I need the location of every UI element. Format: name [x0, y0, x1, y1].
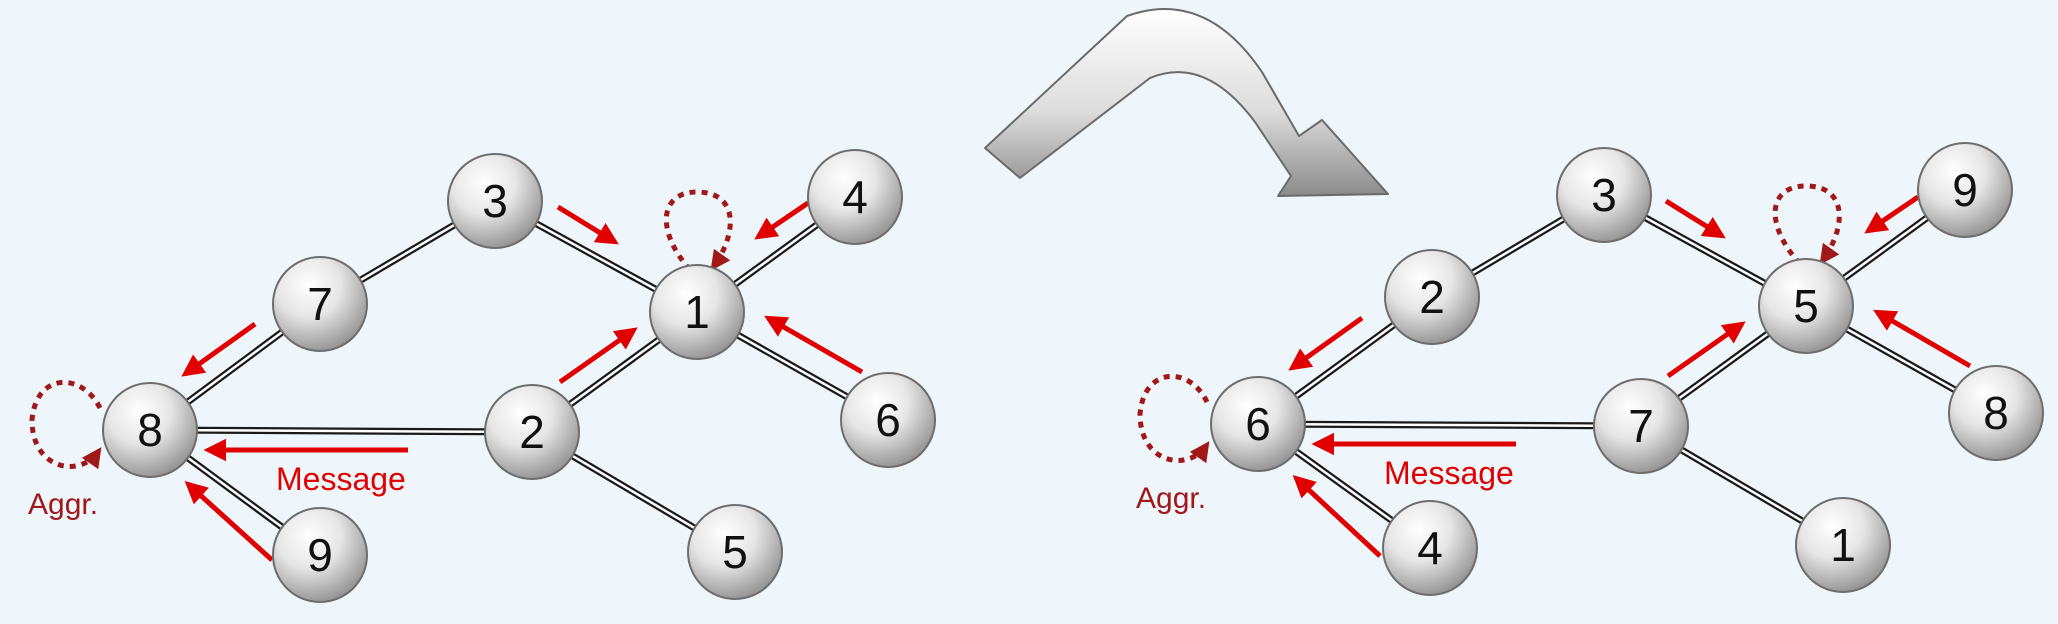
message-label: Message [276, 461, 406, 497]
aggregation-loops [1137, 183, 1842, 464]
aggregation-label: Aggr. [28, 488, 98, 521]
graph-node: 4 [1382, 500, 1478, 596]
aggregation-loop-arrow [1137, 374, 1210, 464]
graph-node: 8 [1948, 365, 2044, 461]
message-arrow [1292, 474, 1382, 558]
svg-text:4: 4 [1417, 522, 1443, 574]
relabeled-graph: 6 2 3 5 9 8 7 1 4 Message Aggr. [1136, 142, 2044, 596]
message-arrow [1864, 194, 1920, 234]
graph-node: 4 [807, 149, 903, 245]
source-graph: 8 7 3 1 4 6 2 5 9 Message Aggr. [28, 149, 936, 603]
graph-node: 3 [1556, 147, 1652, 243]
self-loop-arrow [1772, 183, 1842, 266]
message-arrow [1873, 309, 1972, 369]
graph-node: 5 [1758, 258, 1854, 354]
message-arrow [558, 327, 638, 385]
message-arrow [181, 321, 257, 377]
message-arrow [556, 204, 619, 245]
graph-node: 6 [840, 372, 936, 468]
svg-text:1: 1 [1830, 519, 1856, 571]
svg-text:1: 1 [684, 286, 710, 338]
message-arrow [184, 480, 274, 562]
nodes: 8 7 3 1 4 6 2 5 9 [102, 149, 936, 603]
svg-text:2: 2 [1419, 271, 1445, 323]
graph-node: 1 [649, 264, 745, 360]
svg-text:4: 4 [842, 171, 868, 223]
svg-text:3: 3 [482, 175, 508, 227]
aggregation-label: Aggr. [1136, 482, 1206, 515]
curved-right-down-arrow-icon [984, 8, 1389, 197]
message-label: Message [1384, 455, 1514, 491]
svg-text:7: 7 [1628, 400, 1654, 452]
graph-node: 7 [1593, 378, 1689, 474]
graph-node: 5 [687, 504, 783, 600]
message-arrow [764, 315, 864, 375]
svg-text:5: 5 [722, 526, 748, 578]
edges [1255, 187, 1998, 551]
message-arrow [1666, 321, 1746, 379]
message-arrow [1664, 198, 1726, 239]
graph-node: 7 [272, 256, 368, 352]
svg-text:9: 9 [1952, 164, 1978, 216]
graph-node: 1 [1795, 497, 1891, 593]
svg-text:9: 9 [307, 529, 333, 581]
message-arrows [181, 200, 864, 562]
message-arrows [1288, 194, 1972, 558]
aggregation-loops [29, 189, 733, 470]
message-arrow [754, 200, 810, 240]
graph-node: 9 [1917, 142, 2013, 238]
graph-node: 9 [272, 507, 368, 603]
graph-node: 6 [1210, 376, 1306, 472]
svg-text:5: 5 [1793, 280, 1819, 332]
svg-text:6: 6 [1245, 398, 1271, 450]
aggregation-loop-arrow [29, 380, 103, 470]
self-loop-arrow [664, 189, 733, 272]
svg-text:8: 8 [137, 404, 163, 456]
svg-text:6: 6 [875, 394, 901, 446]
graph-node: 2 [1384, 249, 1480, 345]
graph-node: 8 [102, 382, 198, 478]
message-arrow [1288, 315, 1364, 371]
graph-node: 2 [484, 384, 580, 480]
nodes: 6 2 3 5 9 8 7 1 4 [1210, 142, 2044, 596]
svg-text:7: 7 [307, 278, 333, 330]
svg-text:2: 2 [519, 406, 545, 458]
svg-text:8: 8 [1983, 387, 2009, 439]
edges [147, 194, 890, 558]
graph-node: 3 [447, 153, 543, 249]
svg-text:3: 3 [1591, 169, 1617, 221]
